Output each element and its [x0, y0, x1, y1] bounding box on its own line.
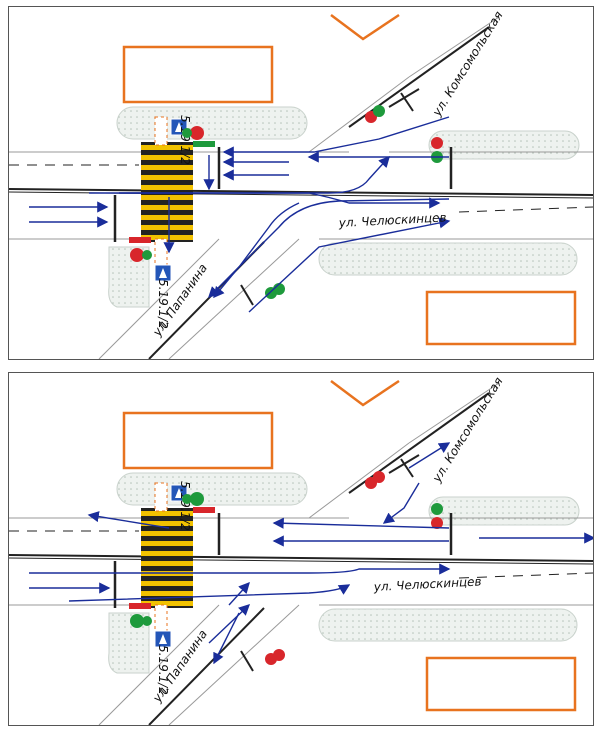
scheme-panel-2: 5.19.1/2 5.19.1/2 ул. Челюскинцев ул. Па… [8, 372, 594, 726]
building [122, 45, 274, 104]
median-island [108, 612, 150, 674]
building [330, 379, 400, 407]
street-label-chelyuskintsev: ул. Челюскинцев [337, 210, 446, 230]
scheme-panel-1: 5.19.1/2 5.19.1/2 ул. Челюскинцев ул. Па… [8, 6, 594, 360]
median-island [116, 472, 308, 506]
pedestrian-signal-icon [130, 492, 204, 628]
crosswalk-sign-icon [154, 484, 188, 648]
road-centerline [9, 188, 593, 196]
median-island [108, 246, 150, 308]
sign-code: 5.19.1/2 [178, 481, 192, 531]
traffic-signal-icon [265, 471, 443, 665]
sign-code: 5.19.1/2 [156, 279, 170, 329]
lane-dashes [458, 572, 593, 579]
intersection-diagram-2: 5.19.1/2 5.19.1/2 ул. Челюскинцев ул. Па… [9, 375, 593, 725]
lane-dashes [458, 206, 593, 213]
median-island [318, 242, 578, 276]
traffic-flow-arrows [29, 442, 593, 665]
intersection-diagram-1: 5.19.1/2 5.19.1/2 ул. Челюскинцев ул. Па… [9, 9, 593, 359]
road-centerline [9, 557, 593, 565]
building [330, 13, 400, 41]
building [425, 290, 577, 346]
building [122, 411, 274, 470]
pedestrian-signal-icon [130, 126, 204, 262]
pedestrian-crosswalk [141, 142, 193, 242]
traffic-signal-icon [265, 105, 443, 299]
median-island [318, 608, 578, 642]
street-label-chelyuskintsev: ул. Челюскинцев [372, 574, 481, 594]
street-label-komsomolskaya: ул. Комсомольская [429, 375, 505, 486]
sign-code: 5.19.1/2 [156, 645, 170, 695]
traffic-flow-arrows [29, 116, 451, 313]
building [425, 656, 577, 712]
street-label-komsomolskaya: ул. Комсомольская [429, 9, 505, 120]
road-centerline [9, 554, 593, 562]
median-island [116, 106, 308, 140]
sign-code: 5.19.1/2 [178, 115, 192, 165]
